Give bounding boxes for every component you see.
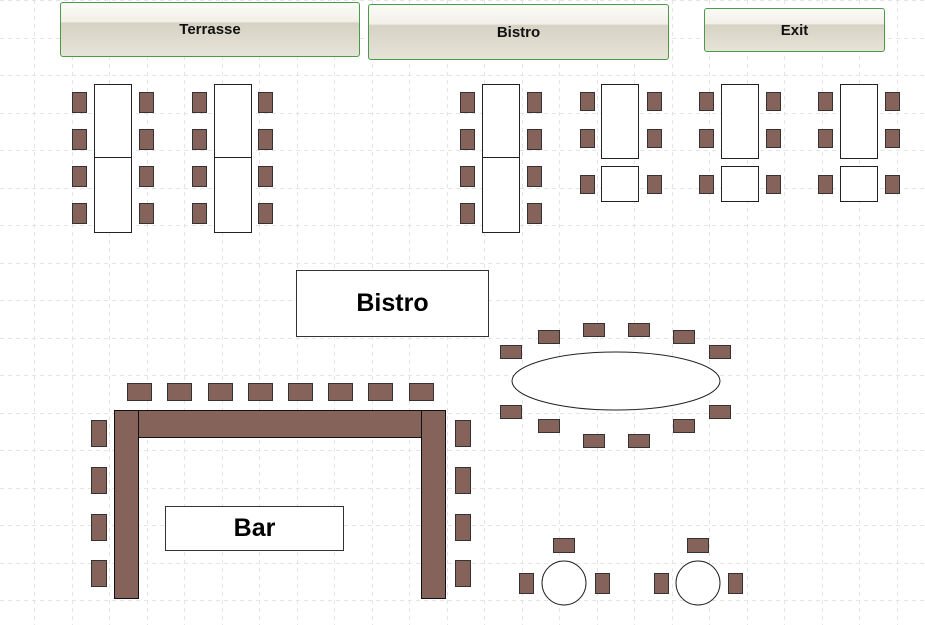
bar-stool[interactable]	[409, 383, 434, 401]
chair[interactable]	[885, 175, 900, 194]
chair[interactable]	[818, 175, 833, 194]
bar-stool[interactable]	[127, 383, 152, 401]
chair[interactable]	[460, 129, 475, 150]
bistro-area-label: Bistro	[296, 270, 489, 337]
chair[interactable]	[728, 573, 743, 594]
bar-stool[interactable]	[455, 420, 471, 447]
chair[interactable]	[583, 323, 605, 337]
chair[interactable]	[72, 166, 87, 187]
bistro-button[interactable]: Bistro	[368, 4, 669, 60]
chair[interactable]	[553, 538, 575, 553]
bar-counter-top	[138, 410, 422, 438]
table[interactable]	[601, 84, 639, 159]
bar-stool[interactable]	[91, 467, 107, 494]
chair[interactable]	[500, 405, 522, 419]
chair[interactable]	[709, 345, 731, 359]
chair[interactable]	[519, 573, 534, 594]
table[interactable]	[482, 157, 520, 233]
bar-counter-right	[421, 410, 446, 599]
bar-area-label: Bar	[165, 506, 344, 551]
chair[interactable]	[527, 92, 542, 113]
chair[interactable]	[628, 434, 650, 448]
chair[interactable]	[192, 92, 207, 113]
chair[interactable]	[699, 175, 714, 194]
chair[interactable]	[139, 166, 154, 187]
chair[interactable]	[192, 203, 207, 224]
chair[interactable]	[818, 129, 833, 148]
chair[interactable]	[258, 129, 273, 150]
chair[interactable]	[460, 92, 475, 113]
table[interactable]	[94, 84, 132, 159]
terrasse-button[interactable]: Terrasse	[60, 2, 360, 57]
table[interactable]	[721, 84, 759, 159]
chair[interactable]	[500, 345, 522, 359]
round-table[interactable]	[675, 560, 721, 606]
chair[interactable]	[527, 203, 542, 224]
bar-counter-left	[114, 410, 139, 599]
chair[interactable]	[709, 405, 731, 419]
chair[interactable]	[654, 573, 669, 594]
table[interactable]	[94, 157, 132, 233]
round-table[interactable]	[541, 560, 587, 606]
chair[interactable]	[647, 175, 662, 194]
chair[interactable]	[139, 129, 154, 150]
chair[interactable]	[647, 129, 662, 148]
chair[interactable]	[766, 92, 781, 111]
chair[interactable]	[72, 129, 87, 150]
chair[interactable]	[687, 538, 709, 553]
chair[interactable]	[583, 434, 605, 448]
chair[interactable]	[699, 92, 714, 111]
exit-button[interactable]: Exit	[704, 8, 885, 52]
bar-stool[interactable]	[91, 560, 107, 587]
bar-stool[interactable]	[455, 514, 471, 541]
bar-stool[interactable]	[288, 383, 313, 401]
chair[interactable]	[460, 166, 475, 187]
chair[interactable]	[766, 175, 781, 194]
chair[interactable]	[885, 92, 900, 111]
table[interactable]	[840, 84, 878, 159]
bar-stool[interactable]	[328, 383, 353, 401]
table[interactable]	[840, 166, 878, 202]
table[interactable]	[482, 84, 520, 159]
bar-stool[interactable]	[455, 560, 471, 587]
chair[interactable]	[595, 573, 610, 594]
chair[interactable]	[72, 203, 87, 224]
table[interactable]	[214, 157, 252, 233]
chair[interactable]	[192, 166, 207, 187]
oval-table[interactable]	[511, 351, 721, 411]
bar-stool[interactable]	[208, 383, 233, 401]
chair[interactable]	[647, 92, 662, 111]
table[interactable]	[601, 166, 639, 202]
bar-stool[interactable]	[455, 467, 471, 494]
chair[interactable]	[885, 129, 900, 148]
chair[interactable]	[258, 166, 273, 187]
chair[interactable]	[72, 92, 87, 113]
chair[interactable]	[699, 129, 714, 148]
chair[interactable]	[538, 419, 560, 433]
chair[interactable]	[258, 92, 273, 113]
bar-stool[interactable]	[91, 514, 107, 541]
bar-stool[interactable]	[368, 383, 393, 401]
bar-stool[interactable]	[167, 383, 192, 401]
chair[interactable]	[628, 323, 650, 337]
chair[interactable]	[538, 330, 560, 344]
chair[interactable]	[258, 203, 273, 224]
bar-stool[interactable]	[248, 383, 273, 401]
chair[interactable]	[139, 92, 154, 113]
chair[interactable]	[766, 129, 781, 148]
chair[interactable]	[460, 203, 475, 224]
chair[interactable]	[580, 92, 595, 111]
chair[interactable]	[580, 129, 595, 148]
chair[interactable]	[673, 330, 695, 344]
chair[interactable]	[192, 129, 207, 150]
chair[interactable]	[673, 419, 695, 433]
chair[interactable]	[527, 129, 542, 150]
table[interactable]	[721, 166, 759, 202]
chair[interactable]	[139, 203, 154, 224]
chair[interactable]	[818, 92, 833, 111]
chair[interactable]	[580, 175, 595, 194]
chair[interactable]	[527, 166, 542, 187]
bar-stool[interactable]	[91, 420, 107, 447]
